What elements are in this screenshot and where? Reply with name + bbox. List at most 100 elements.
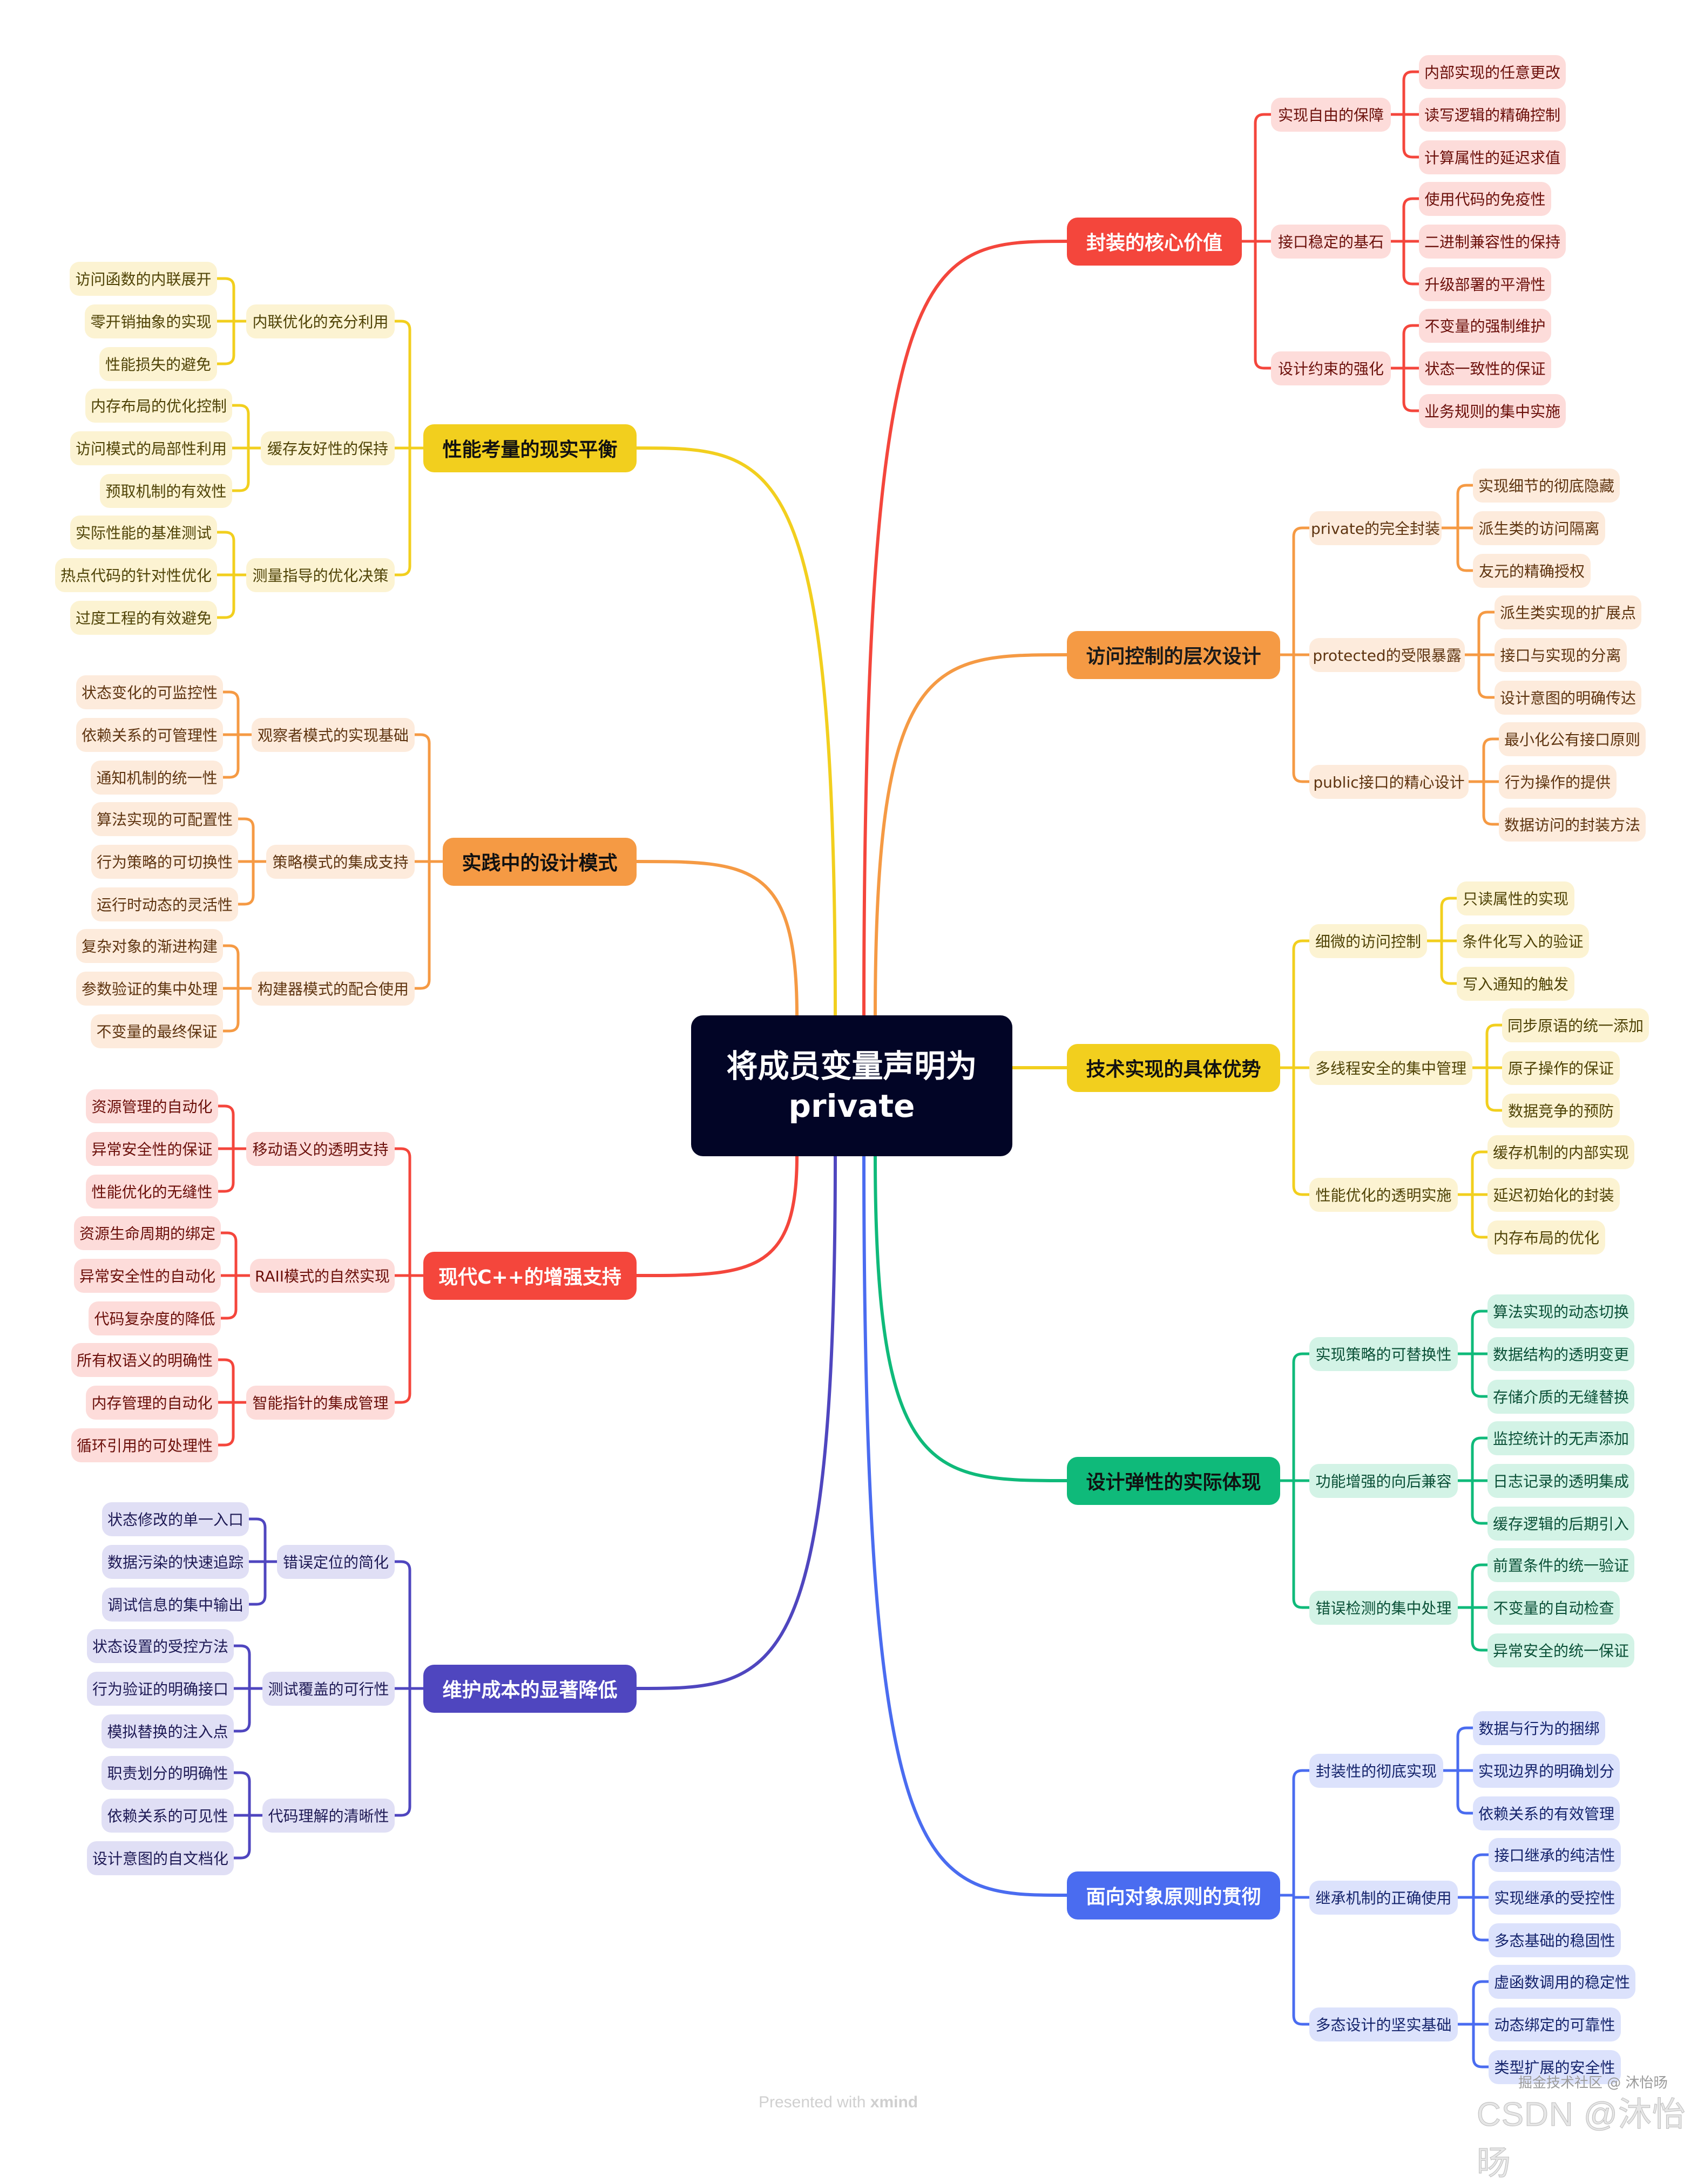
sub-topic-9-1[interactable]: 错误定位的简化: [277, 1544, 395, 1579]
leaf-topic-9-1-1[interactable]: 状态修改的单一入口: [102, 1502, 249, 1536]
leaf-topic-4-1-1[interactable]: 算法实现的动态切换: [1487, 1294, 1634, 1328]
sub-topic-4-2[interactable]: 功能增强的向后兼容: [1309, 1463, 1458, 1498]
leaf-topic-2-1-3[interactable]: 友元的精确授权: [1473, 553, 1591, 588]
main-topic-4[interactable]: 设计弹性的实际体现: [1067, 1456, 1280, 1505]
sub-topic-3-1[interactable]: 细微的访问控制: [1309, 924, 1427, 958]
leaf-topic-7-3-1[interactable]: 复杂对象的渐进构建: [76, 928, 223, 963]
leaf-topic-5-2-2[interactable]: 实现继承的受控性: [1489, 1880, 1621, 1915]
sub-topic-1-2[interactable]: 接口稳定的基石: [1271, 224, 1391, 259]
leaf-topic-2-2-2[interactable]: 接口与实现的分离: [1495, 637, 1627, 672]
leaf-topic-8-2-3[interactable]: 代码复杂度的降低: [89, 1301, 221, 1335]
main-topic-1[interactable]: 封装的核心价值: [1067, 217, 1242, 266]
leaf-topic-7-1-2[interactable]: 依赖关系的可管理性: [76, 717, 223, 752]
leaf-topic-8-2-1[interactable]: 资源生命周期的绑定: [74, 1216, 221, 1250]
leaf-topic-5-3-3[interactable]: 类型扩展的安全性: [1489, 2050, 1621, 2084]
main-topic-5[interactable]: 面向对象原则的贯彻: [1067, 1871, 1280, 1920]
leaf-topic-4-3-3[interactable]: 异常安全的统一保证: [1487, 1633, 1634, 1667]
sub-topic-6-2[interactable]: 缓存友好性的保持: [261, 431, 395, 465]
sub-topic-7-3[interactable]: 构建器模式的配合使用: [252, 971, 415, 1006]
leaf-topic-2-3-1[interactable]: 最小化公有接口原则: [1499, 722, 1646, 756]
leaf-topic-9-3-1[interactable]: 职责划分的明确性: [102, 1755, 234, 1790]
leaf-topic-7-3-3[interactable]: 不变量的最终保证: [91, 1014, 223, 1048]
leaf-topic-1-1-3[interactable]: 计算属性的延迟求值: [1419, 140, 1566, 174]
sub-topic-4-3[interactable]: 错误检测的集中处理: [1309, 1590, 1458, 1625]
leaf-topic-1-3-2[interactable]: 状态一致性的保证: [1419, 351, 1551, 385]
leaf-topic-1-1-2[interactable]: 读写逻辑的精确控制: [1419, 97, 1566, 132]
leaf-topic-8-2-2[interactable]: 异常安全性的自动化: [74, 1258, 221, 1293]
sub-topic-3-3[interactable]: 性能优化的透明实施: [1309, 1177, 1458, 1212]
leaf-topic-6-3-1[interactable]: 实际性能的基准测试: [70, 515, 217, 550]
leaf-topic-5-3-2[interactable]: 动态绑定的可靠性: [1489, 2007, 1621, 2041]
sub-topic-1-3[interactable]: 设计约束的强化: [1271, 351, 1391, 385]
leaf-topic-3-3-1[interactable]: 缓存机制的内部实现: [1487, 1135, 1634, 1169]
sub-topic-1-1[interactable]: 实现自由的保障: [1271, 97, 1391, 132]
sub-topic-5-3[interactable]: 多态设计的坚实基础: [1309, 2007, 1458, 2041]
main-topic-6[interactable]: 性能考量的现实平衡: [423, 424, 637, 472]
leaf-topic-2-2-1[interactable]: 派生类实现的扩展点: [1495, 595, 1641, 629]
sub-topic-9-2[interactable]: 测试覆盖的可行性: [262, 1671, 395, 1706]
leaf-topic-5-2-3[interactable]: 多态基础的稳固性: [1489, 1923, 1621, 1957]
sub-topic-2-3[interactable]: public接口的精心设计: [1309, 764, 1469, 799]
leaf-topic-2-2-3[interactable]: 设计意图的明确传达: [1495, 680, 1641, 715]
sub-topic-3-2[interactable]: 多线程安全的集中管理: [1309, 1050, 1472, 1085]
leaf-topic-5-2-1[interactable]: 接口继承的纯洁性: [1489, 1837, 1621, 1872]
leaf-topic-9-1-3[interactable]: 调试信息的集中输出: [102, 1587, 249, 1622]
leaf-topic-3-1-1[interactable]: 只读属性的实现: [1457, 881, 1574, 915]
sub-topic-8-2[interactable]: RAII模式的自然实现: [250, 1258, 395, 1293]
leaf-topic-7-1-1[interactable]: 状态变化的可监控性: [76, 675, 223, 709]
leaf-topic-3-2-1[interactable]: 同步原语的统一添加: [1502, 1008, 1649, 1042]
sub-topic-5-1[interactable]: 封装性的彻底实现: [1309, 1753, 1443, 1788]
sub-topic-8-3[interactable]: 智能指针的集成管理: [246, 1385, 395, 1420]
main-topic-2[interactable]: 访问控制的层次设计: [1067, 630, 1280, 679]
leaf-topic-4-3-2[interactable]: 不变量的自动检查: [1487, 1590, 1620, 1625]
leaf-topic-6-2-3[interactable]: 预取机制的有效性: [100, 473, 232, 508]
main-topic-3[interactable]: 技术实现的具体优势: [1067, 1043, 1280, 1092]
sub-topic-5-2[interactable]: 继承机制的正确使用: [1309, 1880, 1458, 1915]
leaf-topic-2-3-3[interactable]: 数据访问的封装方法: [1499, 807, 1646, 842]
leaf-topic-1-3-1[interactable]: 不变量的强制维护: [1419, 308, 1551, 343]
leaf-topic-4-1-3[interactable]: 存储介质的无缝替换: [1487, 1379, 1634, 1414]
root-topic[interactable]: 将成员变量声明为 private: [691, 1015, 1012, 1156]
main-topic-7[interactable]: 实践中的设计模式: [443, 837, 637, 886]
leaf-topic-7-2-2[interactable]: 行为策略的可切换性: [91, 844, 238, 879]
leaf-topic-7-2-1[interactable]: 算法实现的可配置性: [91, 802, 238, 836]
leaf-topic-5-3-1[interactable]: 虚函数调用的稳定性: [1489, 1964, 1635, 1999]
leaf-topic-9-3-3[interactable]: 设计意图的自文档化: [87, 1841, 234, 1875]
leaf-topic-9-3-2[interactable]: 依赖关系的可见性: [102, 1798, 234, 1833]
leaf-topic-3-2-3[interactable]: 数据竞争的预防: [1502, 1093, 1620, 1128]
leaf-topic-8-1-1[interactable]: 资源管理的自动化: [86, 1089, 218, 1123]
leaf-topic-5-1-2[interactable]: 实现边界的明确划分: [1473, 1753, 1620, 1788]
sub-topic-6-3[interactable]: 测量指导的优化决策: [246, 558, 395, 592]
sub-topic-2-1[interactable]: private的完全封装: [1309, 511, 1442, 545]
leaf-topic-8-3-1[interactable]: 所有权语义的明确性: [71, 1342, 218, 1377]
leaf-topic-4-2-3[interactable]: 缓存逻辑的后期引入: [1487, 1506, 1634, 1541]
leaf-topic-1-1-1[interactable]: 内部实现的任意更改: [1419, 55, 1566, 89]
leaf-topic-8-3-2[interactable]: 内存管理的自动化: [86, 1385, 218, 1420]
leaf-topic-4-2-2[interactable]: 日志记录的透明集成: [1487, 1463, 1634, 1498]
leaf-topic-8-3-3[interactable]: 循环引用的可处理性: [71, 1428, 218, 1462]
leaf-topic-2-3-2[interactable]: 行为操作的提供: [1499, 764, 1617, 799]
sub-topic-7-1[interactable]: 观察者模式的实现基础: [252, 717, 415, 752]
leaf-topic-6-1-3[interactable]: 性能损失的避免: [99, 347, 217, 381]
leaf-topic-3-3-3[interactable]: 内存布局的优化: [1487, 1220, 1605, 1254]
leaf-topic-6-2-1[interactable]: 内存布局的优化控制: [85, 388, 232, 423]
leaf-topic-3-1-3[interactable]: 写入通知的触发: [1457, 966, 1574, 1001]
leaf-topic-6-2-2[interactable]: 访问模式的局部性利用: [70, 431, 232, 465]
main-topic-8[interactable]: 现代C++的增强支持: [423, 1251, 637, 1300]
leaf-topic-2-1-2[interactable]: 派生类的访问隔离: [1473, 511, 1605, 545]
sub-topic-2-2[interactable]: protected的受限暴露: [1309, 637, 1465, 672]
leaf-topic-6-3-2[interactable]: 热点代码的针对性优化: [55, 558, 217, 592]
leaf-topic-3-2-2[interactable]: 原子操作的保证: [1502, 1050, 1620, 1085]
leaf-topic-3-3-2[interactable]: 延迟初始化的封装: [1487, 1177, 1620, 1212]
leaf-topic-9-2-1[interactable]: 状态设置的受控方法: [87, 1629, 234, 1663]
sub-topic-4-1[interactable]: 实现策略的可替换性: [1309, 1337, 1458, 1371]
leaf-topic-6-1-2[interactable]: 零开销抽象的实现: [85, 304, 217, 338]
leaf-topic-4-1-2[interactable]: 数据结构的透明变更: [1487, 1337, 1634, 1371]
leaf-topic-7-3-2[interactable]: 参数验证的集中处理: [76, 971, 223, 1006]
leaf-topic-8-1-3[interactable]: 性能优化的无缝性: [86, 1174, 218, 1209]
leaf-topic-7-2-3[interactable]: 运行时动态的灵活性: [91, 887, 238, 921]
leaf-topic-4-2-1[interactable]: 监控统计的无声添加: [1487, 1421, 1634, 1455]
leaf-topic-1-3-3[interactable]: 业务规则的集中实施: [1419, 394, 1566, 428]
leaf-topic-1-2-1[interactable]: 使用代码的免疫性: [1419, 181, 1551, 216]
leaf-topic-6-3-3[interactable]: 过度工程的有效避免: [70, 600, 217, 635]
